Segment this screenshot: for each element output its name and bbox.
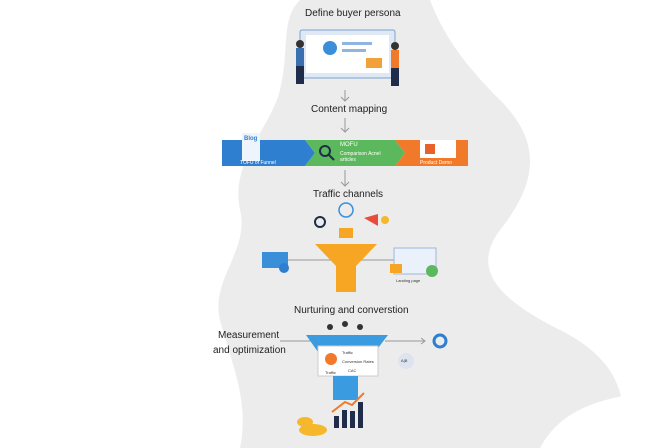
step-traffic-channels: Traffic channels (313, 189, 384, 200)
persona-illustration (296, 29, 399, 86)
blog-badge: Blog (244, 136, 258, 142)
mofu-title: MOFU (340, 142, 358, 148)
mofu-line2: articles (340, 157, 356, 163)
tofu-label: TOFU of Funnel (240, 160, 276, 166)
dashboard-traffic: Traffic (342, 350, 353, 355)
step-content-mapping: Content mapping (311, 104, 388, 115)
step-define-buyer-persona: Define buyer persona (305, 8, 401, 19)
step-nurturing-conversion: Nurturing and converstion (294, 305, 409, 316)
traffic-funnel (262, 202, 438, 292)
bofu-label: Product Demo (420, 160, 452, 166)
landing-page-label: Landing page (396, 278, 421, 283)
mofu-line1: Comparison Acnel (340, 151, 381, 157)
dashboard-cac: CAC (348, 368, 357, 373)
step-measurement-line1: Measurement (218, 330, 280, 341)
ab-test-icon: A|B (401, 358, 408, 363)
conversion-funnel (306, 321, 448, 400)
growth-chart-icon (297, 392, 365, 436)
dashboard-traffic-small: Traffic (325, 370, 336, 375)
content-bar (222, 133, 468, 166)
dashboard-conversion: Conversion Rates (342, 359, 374, 364)
background-blob-white (540, 390, 671, 448)
step-measurement-line2: and optimization (213, 345, 286, 356)
background-blob (218, 0, 624, 448)
